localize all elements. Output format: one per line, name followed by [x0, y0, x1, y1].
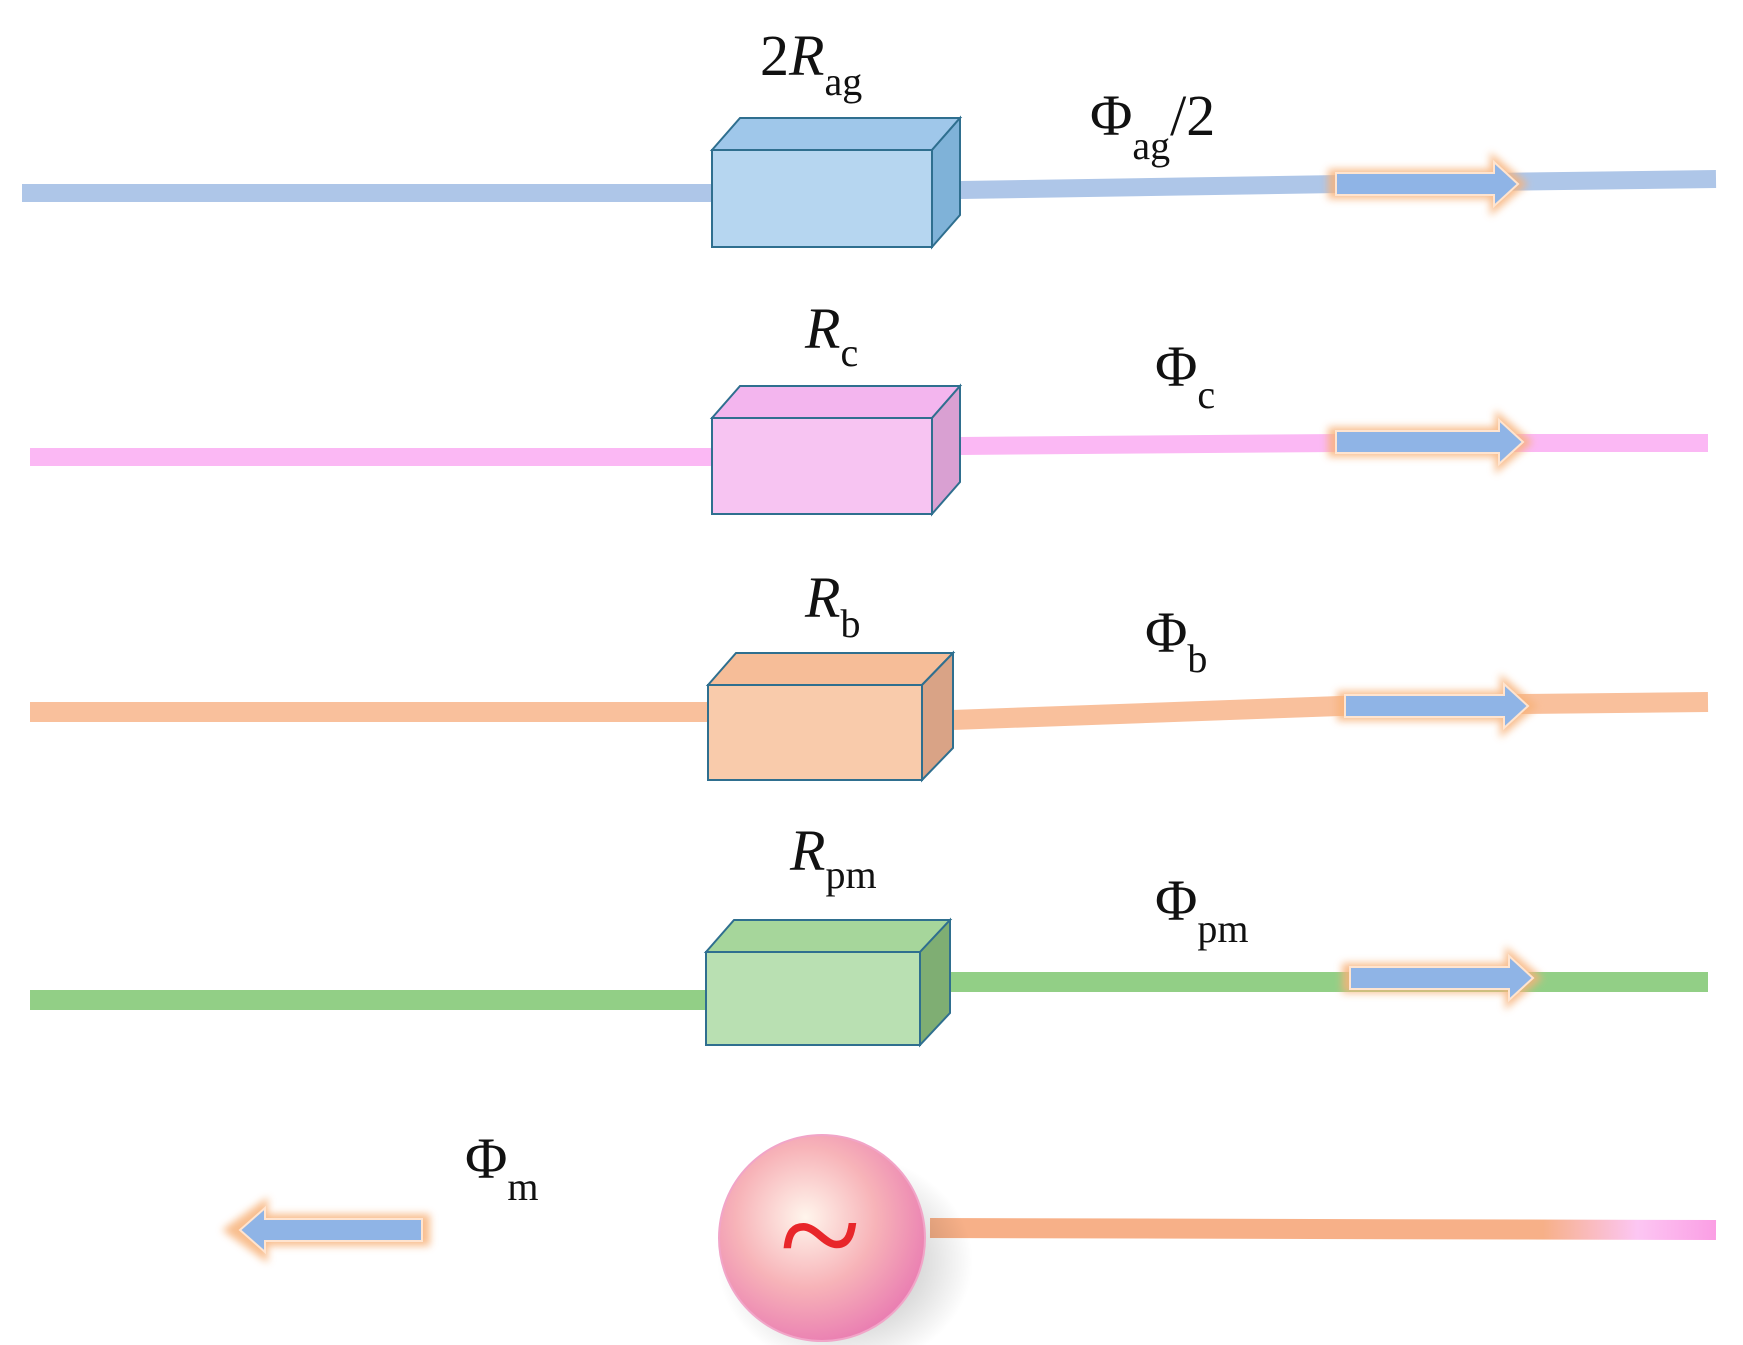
flux-arrow-pm: [1342, 946, 1543, 1010]
flux-m-label: Φm: [465, 1126, 539, 1209]
block-ag-front-face: [711, 149, 933, 248]
resistor-b-label: Rb: [804, 565, 860, 646]
block-c-top-face: [709, 385, 963, 419]
flux-c-label: Φc: [1155, 334, 1215, 417]
block-pm-front-face: [705, 951, 921, 1046]
block-c-front-face: [711, 417, 933, 515]
labels: 2Rag Φag/2 Rc Φc Rb Φb Rpm Φpm: [465, 23, 1249, 1209]
flux-pm-label: Φpm: [1155, 868, 1249, 951]
reluctance-block-b: [705, 650, 956, 783]
mmf-source: ~: [717, 1134, 973, 1345]
flux-ag-label: Φag/2: [1090, 83, 1215, 168]
reluctance-block-pm: [703, 917, 953, 1048]
block-pm-top-face: [703, 919, 953, 953]
block-ag-top-face: [709, 117, 963, 151]
flux-arrow-ag: [1328, 152, 1528, 216]
source-tilde-symbol: ~: [779, 1152, 860, 1318]
flux-arrows: [222, 152, 1543, 1263]
resistor-c-label: Rc: [804, 296, 858, 375]
flux-b-label: Φb: [1145, 600, 1207, 681]
flux-arrow-c: [1328, 410, 1533, 474]
source-right-wire: [929, 1218, 1717, 1240]
source-circle: [718, 1134, 926, 1342]
reluctance-block-c: [709, 383, 963, 517]
reluctance-block-ag: [709, 115, 963, 250]
branch-b-right-wire: [951, 692, 1709, 730]
block-b-front-face: [707, 684, 923, 781]
block-b-top-face: [705, 652, 956, 686]
resistor-ag-label: 2Rag: [760, 23, 862, 104]
flux-arrow-b: [1337, 674, 1538, 738]
flux-arrow-m: [222, 1197, 430, 1263]
resistor-pm-label: Rpm: [789, 818, 877, 897]
reluctance-blocks: [703, 115, 963, 1048]
